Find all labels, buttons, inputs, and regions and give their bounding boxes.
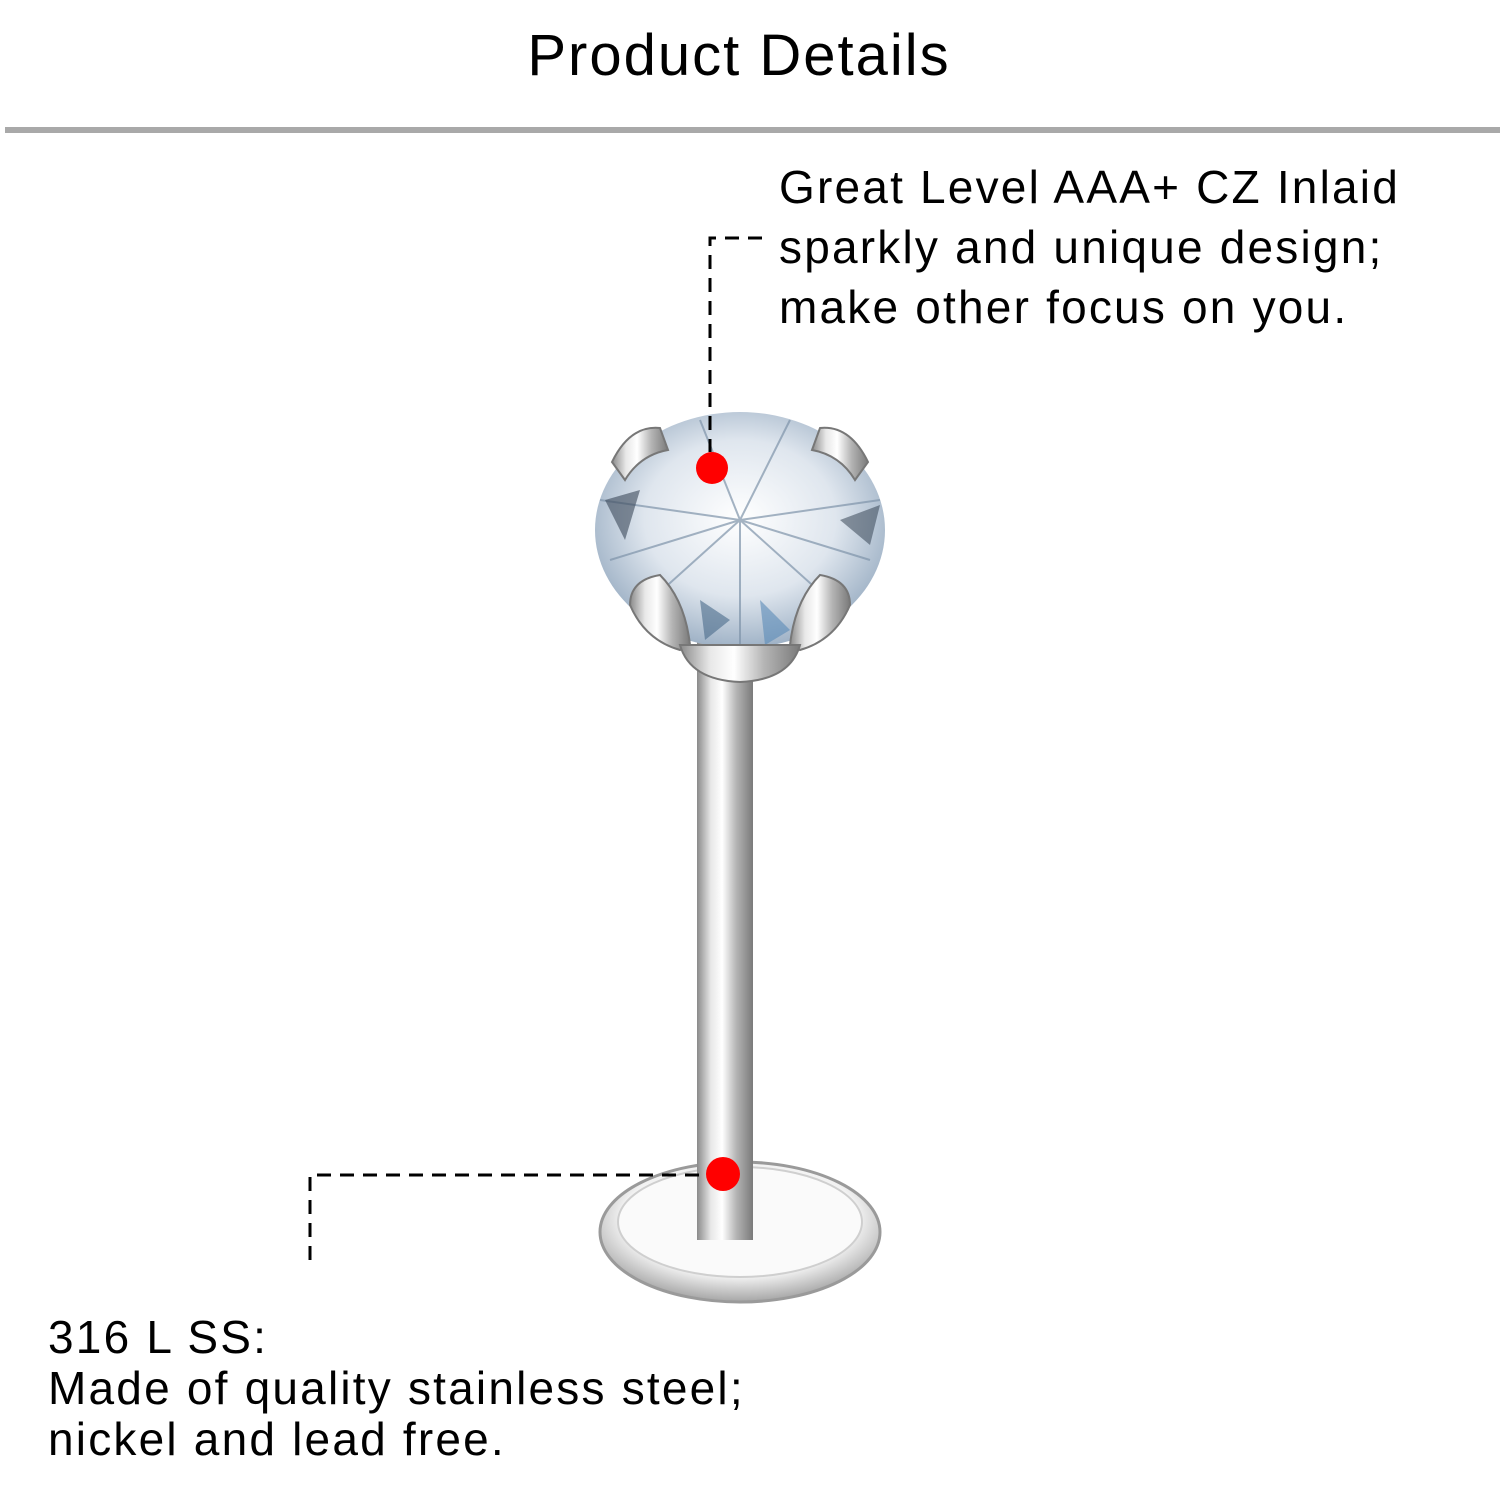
steel-marker-dot	[706, 1157, 740, 1191]
steel-callout-line	[308, 1173, 722, 1268]
callout-line: Great Level AAA+ CZ Inlaid	[779, 161, 1400, 213]
callout-line: 316 L SS:	[48, 1311, 269, 1363]
header-divider	[5, 127, 1500, 133]
callout-line: Made of quality stainless steel;	[48, 1362, 745, 1414]
cz-callout-text: Great Level AAA+ CZ Inlaid sparkly and u…	[779, 157, 1400, 337]
callout-line: sparkly and unique design;	[779, 221, 1384, 273]
prong-setting	[610, 426, 870, 684]
callout-line: make other focus on you.	[779, 281, 1349, 333]
post-bar	[697, 640, 753, 1240]
gem-marker-dot	[696, 452, 728, 484]
steel-callout-text: 316 L SS: Made of quality stainless stee…	[48, 1312, 745, 1465]
gem-callout-line	[708, 236, 762, 452]
callout-line: nickel and lead free.	[48, 1413, 506, 1465]
page-title: Product Details	[527, 23, 951, 88]
